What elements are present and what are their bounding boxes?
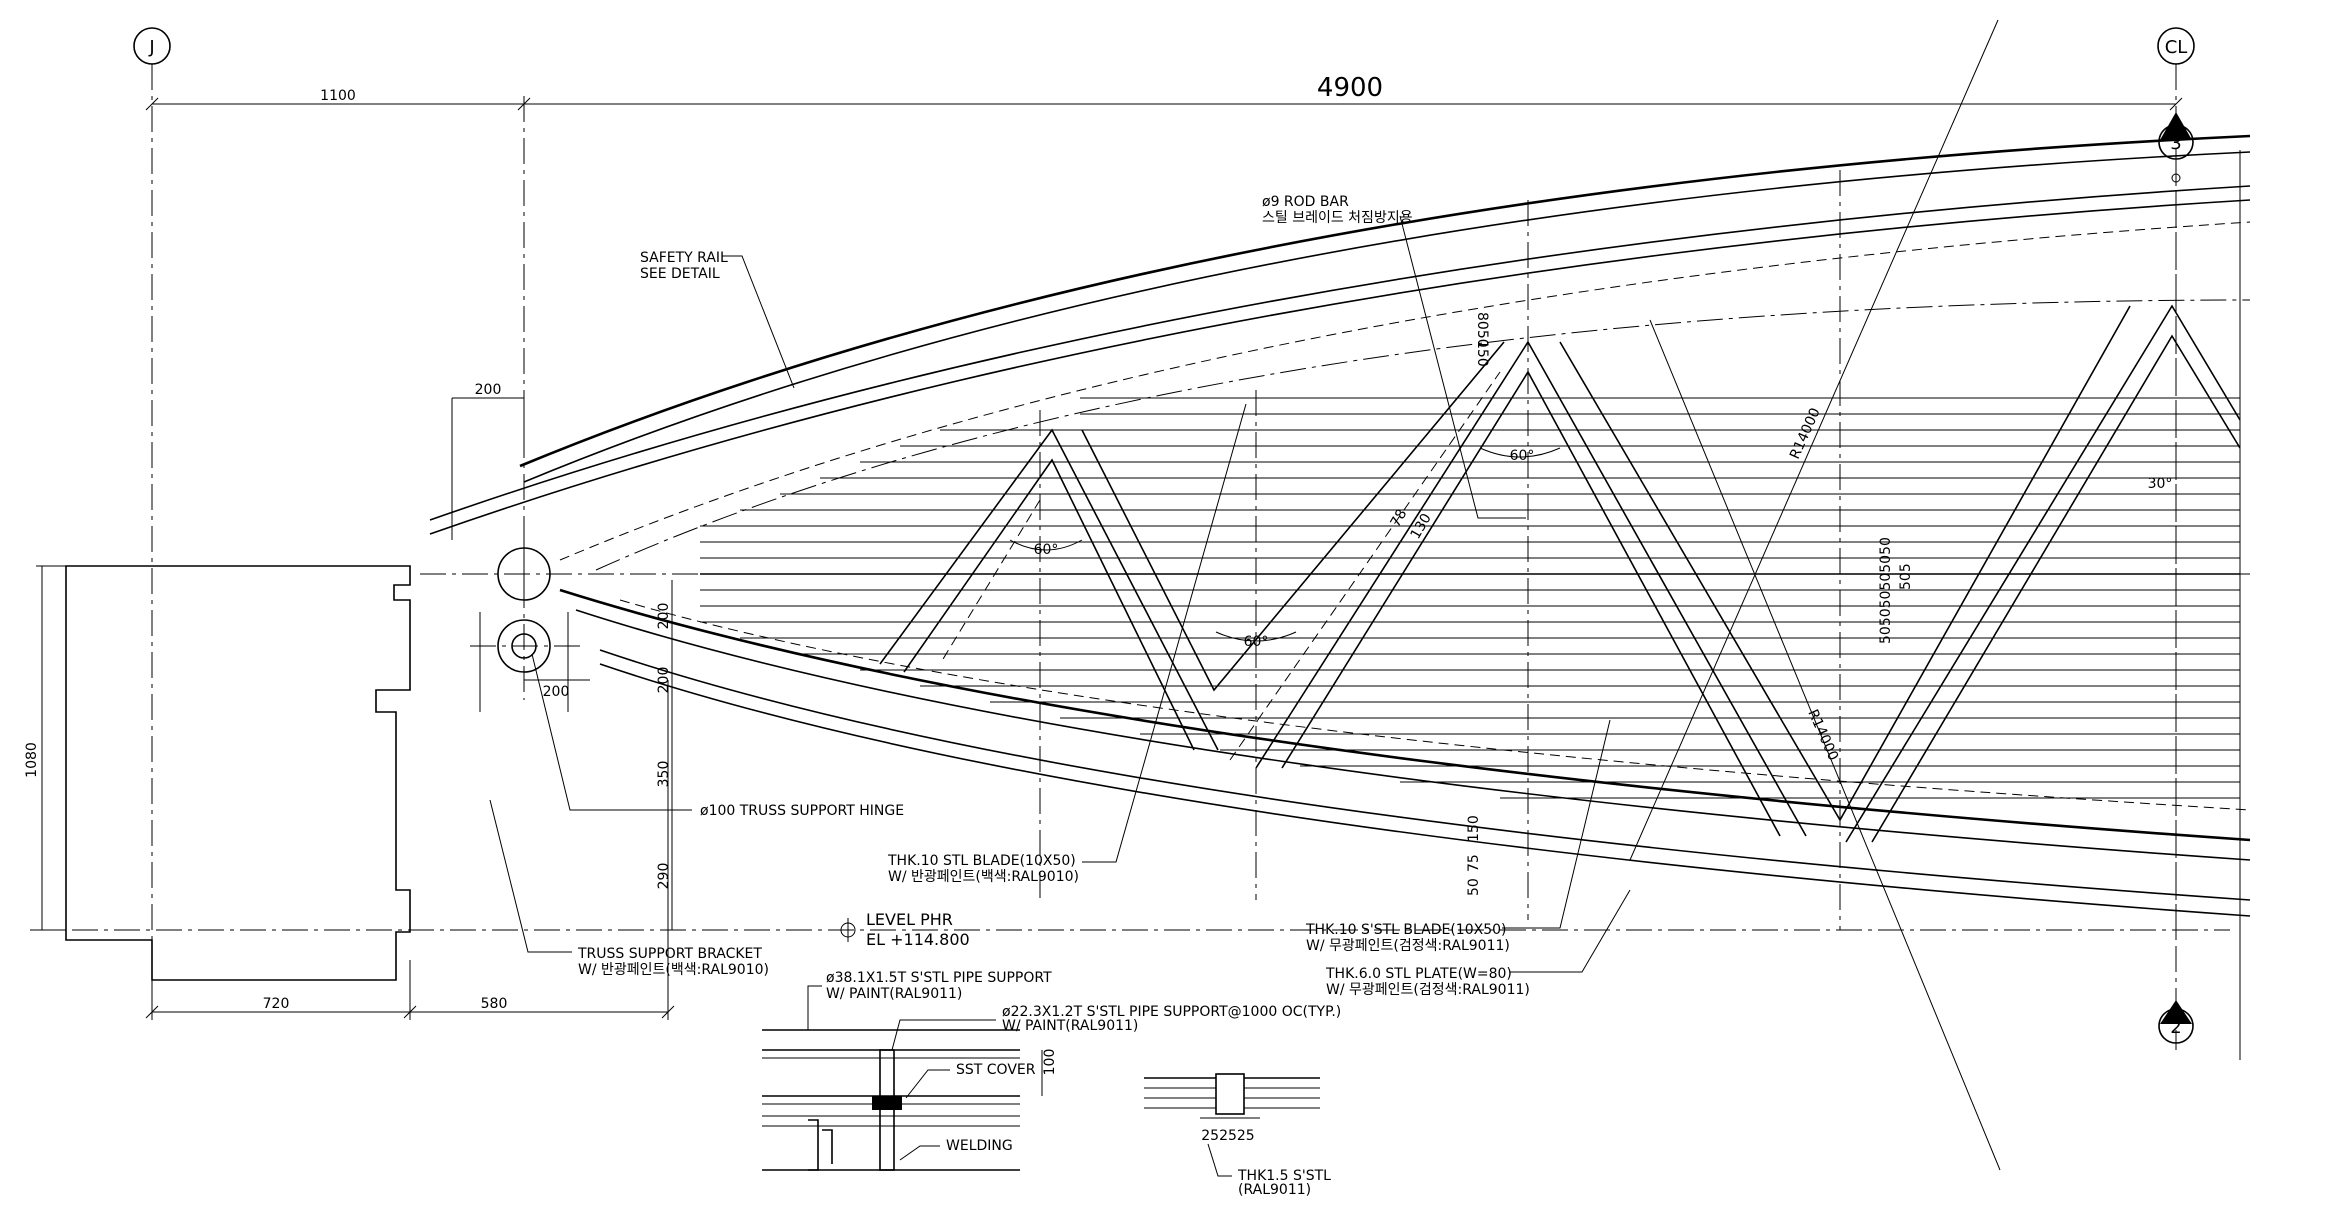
svg-text:100: 100 bbox=[1042, 1049, 1058, 1076]
svg-text:1080: 1080 bbox=[24, 742, 40, 778]
detail-blade-cover: 252525 THK1.5 S'STL (RAL9011) bbox=[1144, 1073, 1331, 1198]
svg-text:THK1.5 S'STL: THK1.5 S'STL bbox=[1237, 1168, 1331, 1184]
svg-text:W/ 무광페인트(검정색:RAL9011): W/ 무광페인트(검정색:RAL9011) bbox=[1326, 982, 1530, 998]
svg-text:252525: 252525 bbox=[1201, 1128, 1254, 1144]
note-blade: THK.10 STL BLADE(10X50) W/ 반광페인트(백색:RAL9… bbox=[887, 403, 1247, 885]
truss-top-chord bbox=[429, 134, 2251, 571]
svg-text:W/ 반광페인트(백색:RAL9010): W/ 반광페인트(백색:RAL9010) bbox=[578, 962, 769, 978]
svg-text:스틸 브레이드 처짐방지용: 스틸 브레이드 처짐방지용 bbox=[1262, 210, 1413, 226]
note-plate: THK.6.0 STL PLATE(W=80) W/ 무광페인트(검정색:RAL… bbox=[1325, 889, 1631, 998]
svg-text:W/ PAINT(RAL9011): W/ PAINT(RAL9011) bbox=[826, 986, 962, 1002]
svg-text:60°: 60° bbox=[1244, 634, 1269, 650]
svg-text:580: 580 bbox=[481, 996, 508, 1012]
level-phr-line: LEVEL PHR EL +114.800 bbox=[30, 910, 2230, 949]
svg-text:200: 200 bbox=[543, 684, 570, 700]
svg-text:75: 75 bbox=[1466, 854, 1482, 872]
bottom-dimension-line: 720 580 bbox=[145, 680, 675, 1020]
svg-text:1100: 1100 bbox=[320, 88, 356, 104]
svg-text:150: 150 bbox=[1474, 340, 1490, 367]
svg-text:ø9 ROD BAR: ø9 ROD BAR bbox=[1262, 194, 1349, 210]
svg-text:EL +114.800: EL +114.800 bbox=[866, 930, 970, 949]
note-hinge: ø100 TRUSS SUPPORT HINGE bbox=[531, 653, 904, 819]
note-safety-rail: SAFETY RAIL SEE DETAIL bbox=[640, 250, 795, 389]
svg-text:505050505050: 505050505050 bbox=[1878, 537, 1894, 644]
svg-text:200: 200 bbox=[475, 382, 502, 398]
svg-text:350: 350 bbox=[656, 761, 672, 788]
note-sstl-blade: THK.10 S'STL BLADE(10X50) W/ 무광페인트(검정색:R… bbox=[1305, 719, 1611, 954]
svg-text:(RAL9011): (RAL9011) bbox=[1238, 1182, 1311, 1198]
svg-text:200: 200 bbox=[656, 603, 672, 630]
svg-text:R14000: R14000 bbox=[1804, 707, 1841, 763]
svg-text:CL: CL bbox=[2165, 37, 2188, 58]
concrete-support-base: 1080 bbox=[24, 565, 411, 981]
top-dimension-line: 1100 4900 bbox=[145, 73, 2183, 600]
svg-text:W/ 무광페인트(검정색:RAL9011): W/ 무광페인트(검정색:RAL9011) bbox=[1306, 938, 1510, 954]
truss-bottom-chord bbox=[559, 588, 2251, 917]
svg-text:LEVEL PHR: LEVEL PHR bbox=[866, 910, 953, 929]
svg-text:150: 150 bbox=[1466, 815, 1482, 842]
svg-text:8050: 8050 bbox=[1474, 312, 1490, 348]
svg-text:ø38.1X1.5T S'STL PIPE SUPPORT: ø38.1X1.5T S'STL PIPE SUPPORT bbox=[826, 970, 1052, 986]
note-rod-bar: ø9 ROD BAR 스틸 브레이드 처짐방지용 bbox=[1262, 194, 1526, 519]
vertical-dimensions: 200 200 350 290 bbox=[656, 580, 673, 930]
grid-bubble-j: J bbox=[133, 27, 171, 1010]
svg-text:THK.10 S'STL BLADE(10X50): THK.10 S'STL BLADE(10X50) bbox=[1305, 922, 1506, 938]
svg-text:4900: 4900 bbox=[1317, 73, 1383, 103]
svg-text:W/ PAINT(RAL9011): W/ PAINT(RAL9011) bbox=[1002, 1018, 1138, 1034]
svg-text:720: 720 bbox=[263, 996, 290, 1012]
svg-text:3: 3 bbox=[2170, 133, 2181, 154]
svg-text:30°: 30° bbox=[2148, 476, 2173, 492]
radius-center-lines bbox=[1629, 19, 2241, 1171]
svg-text:THK.10 STL BLADE(10X50): THK.10 STL BLADE(10X50) bbox=[887, 853, 1076, 869]
svg-text:ø100 TRUSS SUPPORT HINGE: ø100 TRUSS SUPPORT HINGE bbox=[700, 803, 904, 819]
svg-text:290: 290 bbox=[656, 863, 672, 890]
angle-annotations: 60° 60° 60° 30° R14000 R14000 8050 150 7… bbox=[1009, 312, 2173, 896]
svg-text:78: 78 bbox=[1388, 507, 1411, 530]
svg-text:SAFETY RAIL: SAFETY RAIL bbox=[640, 250, 728, 266]
svg-text:200: 200 bbox=[656, 667, 672, 694]
svg-text:TRUSS SUPPORT BRACKET: TRUSS SUPPORT BRACKET bbox=[577, 946, 762, 962]
truss-support-hinge: 200 200 bbox=[451, 382, 590, 712]
svg-text:60°: 60° bbox=[1510, 448, 1535, 464]
svg-text:SST COVER: SST COVER bbox=[956, 1062, 1036, 1078]
section-marker-2: 2 bbox=[2158, 1000, 2194, 1044]
svg-text:ø22.3X1.2T S'STL PIPE SUPPORT@: ø22.3X1.2T S'STL PIPE SUPPORT@1000 OC(TY… bbox=[1002, 1004, 1341, 1020]
svg-text:J: J bbox=[148, 37, 154, 58]
svg-text:SEE DETAIL: SEE DETAIL bbox=[640, 266, 720, 282]
svg-text:2: 2 bbox=[2170, 1017, 2181, 1038]
svg-text:WELDING: WELDING bbox=[946, 1138, 1013, 1154]
note-bracket: TRUSS SUPPORT BRACKET W/ 반광페인트(백색:RAL901… bbox=[489, 799, 769, 978]
svg-text:THK.6.0 STL PLATE(W=80): THK.6.0 STL PLATE(W=80) bbox=[1325, 966, 1512, 982]
svg-text:50: 50 bbox=[1466, 878, 1482, 896]
truss-web-members bbox=[879, 160, 2241, 940]
svg-text:W/ 반광페인트(백색:RAL9010): W/ 반광페인트(백색:RAL9010) bbox=[888, 869, 1079, 885]
svg-text:505: 505 bbox=[1898, 563, 1914, 590]
truss-blades bbox=[700, 397, 2240, 799]
detail-pipe-support: ø38.1X1.5T S'STL PIPE SUPPORT W/ PAINT(R… bbox=[762, 970, 1341, 1171]
